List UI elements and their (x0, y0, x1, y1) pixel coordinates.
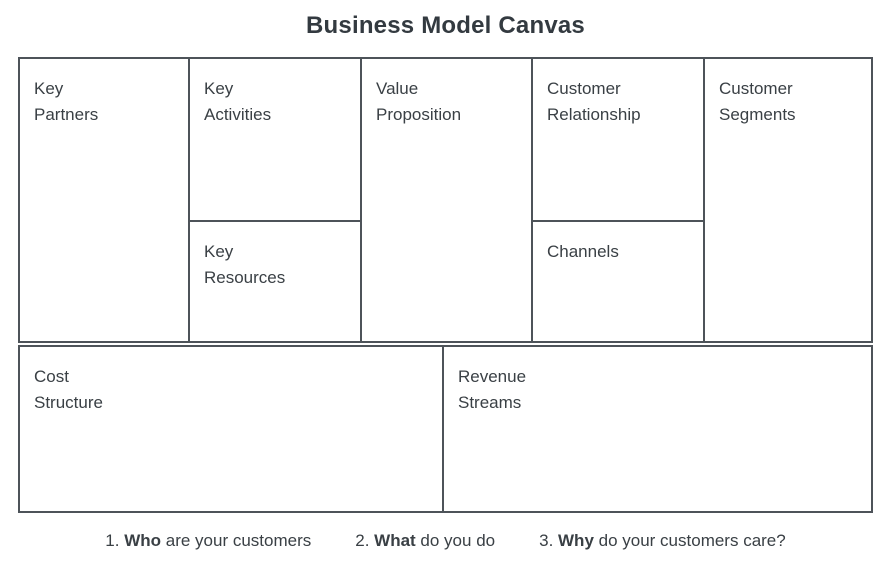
cell-revenue-streams: Revenue Streams (444, 347, 871, 511)
canvas-grid: Key Partners Key Activities Key Resource… (18, 57, 873, 343)
footer-item-why: 3. Why do your customers care? (539, 531, 786, 551)
footer-legend: 1. Who are your customers 2. What do you… (0, 531, 891, 551)
footer-item-why-text: do your customers care? (593, 531, 786, 550)
key-activities-label: Key Activities (204, 79, 272, 124)
revenue-streams-label: Revenue Streams (458, 367, 527, 412)
footer-item-why-keyword: Why (558, 531, 594, 550)
footer-item-what-prefix: 2. (355, 531, 375, 550)
footer-item-what-text: do you do (415, 531, 496, 550)
cell-cost-structure: Cost Structure (20, 347, 444, 511)
cell-value-proposition: Value Proposition (362, 59, 533, 341)
footer-item-what-keyword: What (374, 531, 416, 550)
key-partners-label: Key Partners (34, 79, 99, 124)
footer-item-who-text: are your customers (161, 531, 312, 550)
footer-item-what: 2. What do you do (355, 531, 495, 551)
footer-item-why-prefix: 3. (539, 531, 559, 550)
bottom-grid: Cost Structure Revenue Streams (18, 345, 873, 513)
footer-item-who: 1. Who are your customers (105, 531, 311, 551)
cell-key-partners: Key Partners (20, 59, 190, 341)
channels-label: Channels (547, 242, 619, 261)
customer-segments-label: Customer Segments (719, 79, 796, 124)
footer-item-who-keyword: Who (124, 531, 162, 550)
cell-key-activities: Key Activities (190, 59, 362, 220)
cell-customer-relationship: Customer Relationship (533, 59, 705, 220)
cost-structure-label: Cost Structure (34, 367, 103, 412)
page-title: Business Model Canvas (306, 12, 585, 39)
key-resources-label: Key Resources (204, 242, 286, 287)
footer-item-who-prefix: 1. (105, 531, 125, 550)
value-proposition-label: Value Proposition (376, 79, 462, 124)
cell-key-resources: Key Resources (190, 220, 362, 341)
cell-channels: Channels (533, 220, 705, 341)
cell-customer-segments: Customer Segments (705, 59, 871, 341)
customer-relationship-label: Customer Relationship (547, 79, 641, 124)
